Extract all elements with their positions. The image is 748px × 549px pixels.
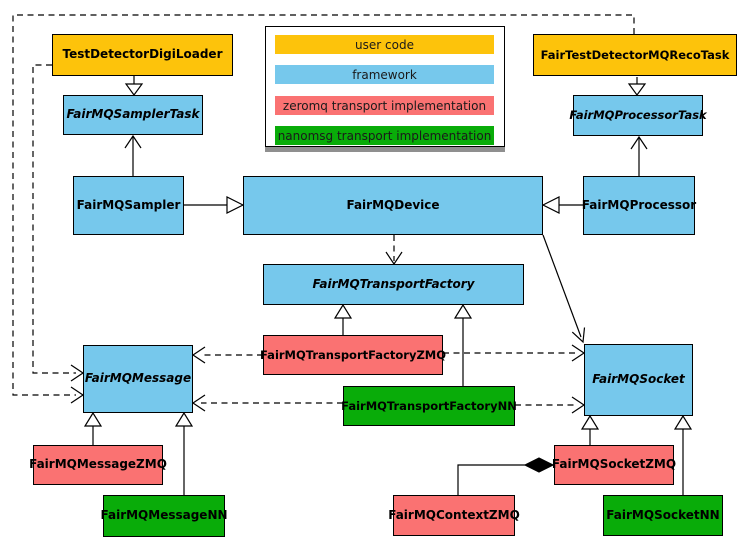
class-box-fairmq-sampler-task: FairMQSamplerTask	[63, 95, 203, 135]
class-box-fairmq-transport-factory: FairMQTransportFactory	[263, 264, 524, 305]
legend-item-framework: framework	[275, 65, 494, 84]
legend-box: user code framework zeromq transport imp…	[265, 26, 505, 147]
edge-sampler-samplertask	[124, 134, 142, 176]
edge-tfzmq-message	[191, 346, 263, 364]
legend-item-zeromq: zeromq transport implementation	[275, 96, 494, 115]
class-box-fairmq-context-zmq: FairMQContextZMQ	[388, 495, 520, 536]
edge-device-transportfactory	[385, 235, 403, 266]
edge-tfnn-socket	[515, 396, 586, 414]
legend-item-user-code: user code	[275, 35, 494, 54]
edge-digiloader-samplertask	[124, 76, 144, 97]
edge-tfnn-message	[191, 394, 343, 412]
class-box-fairmq-device: FairMQDevice	[243, 176, 543, 235]
class-box-fairmq-message-nn: FairMQMessageNN	[100, 495, 228, 537]
class-box-fairmq-socket-nn: FairMQSocketNN	[603, 495, 723, 536]
legend-item-nanomsg: nanomsg transport implementation	[275, 126, 494, 145]
edge-socketnn-socket	[673, 414, 693, 495]
edge-messagenn-message	[174, 411, 194, 495]
edge-processor-device	[541, 196, 583, 214]
class-box-fairmq-processor-task: FairMQProcessorTask	[569, 95, 707, 136]
edge-tfzmq-socket	[443, 344, 586, 362]
class-box-fairmq-socket-zmq: FairMQSocketZMQ	[552, 445, 676, 485]
edge-messagezmq-message	[83, 411, 103, 445]
class-box-fairmq-processor: FairMQProcessor	[582, 176, 696, 235]
class-box-fairmq-socket: FairMQSocket	[584, 344, 693, 416]
class-box-fairmq-transport-factory-nn: FairMQTransportFactoryNN	[341, 386, 517, 426]
edge-tfnn-transportfactory	[453, 303, 473, 386]
class-box-fair-test-detector-mq-reco-task: FairTestDetectorMQRecoTask	[533, 34, 737, 76]
edge-sampler-device	[184, 196, 245, 214]
class-box-test-detector-digi-loader: TestDetectorDigiLoader	[52, 34, 233, 76]
class-box-fairmq-transport-factory-zmq: FairMQTransportFactoryZMQ	[260, 335, 446, 375]
edge-socketzmq-socket	[580, 414, 600, 445]
edge-contextzmq-socketzmq	[457, 457, 555, 495]
edge-recotask-processortask	[627, 77, 647, 97]
edge-tfzmq-transportfactory	[333, 303, 353, 335]
edge-processor-processortask	[630, 135, 648, 176]
class-box-fairmq-message-zmq: FairMQMessageZMQ	[29, 445, 167, 485]
edge-device-socket	[542, 234, 586, 344]
class-box-fairmq-message: FairMQMessage	[83, 345, 193, 413]
class-box-fairmq-sampler: FairMQSampler	[73, 176, 184, 235]
